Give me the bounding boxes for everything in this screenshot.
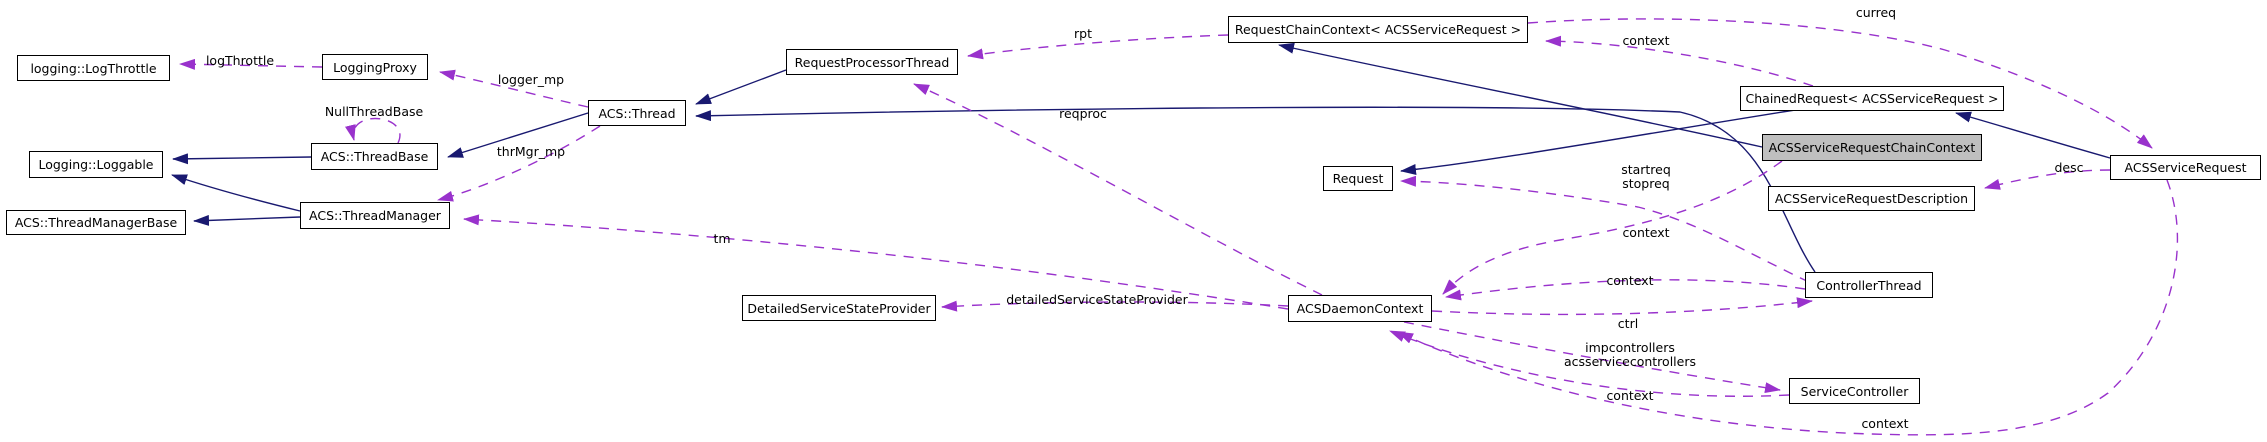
edge-usage-detailedservicestateprovider — [941, 300, 1289, 312]
edge-inherit-threadbase-loggable — [172, 153, 312, 165]
edge-inherit-rpt-thread — [695, 69, 787, 105]
edge-label-logthrottle: logThrottle — [205, 53, 275, 68]
edge-inherit-controllerthread-thread — [695, 106, 1816, 273]
node-detailedservicestateprovider[interactable]: DetailedServiceStateProvider — [742, 295, 936, 321]
node-logging-loggable[interactable]: Logging::Loggable — [29, 151, 163, 178]
edge-inherit-threadmanager-loggable — [171, 174, 301, 212]
node-acsservicerequest[interactable]: ACSServiceRequest — [2110, 155, 2261, 180]
edge-inherit-asrcc-requestchaincontext — [1278, 42, 1763, 148]
edge-inherit-threadmanager-threadmanagerbase — [193, 214, 301, 226]
edge-label-context-asrcc: context — [1622, 225, 1670, 240]
edge-label-dssp: detailedServiceStateProvider — [1006, 292, 1188, 307]
node-logging-logthrottle[interactable]: logging::LogThrottle — [17, 55, 170, 81]
edge-label-reqproc: reqproc — [1059, 106, 1107, 121]
node-acsservicerequestdescription[interactable]: ACSServiceRequestDescription — [1768, 186, 1975, 211]
node-chainedrequest[interactable]: ChainedRequest< ACSServiceRequest > — [1740, 86, 2004, 111]
edge-usage-logthrottle — [179, 58, 323, 70]
edge-label-context-top: context — [1622, 33, 1670, 48]
edge-inherit-thread-threadbase — [447, 112, 589, 158]
edge-label-tm: tm — [713, 231, 731, 246]
edge-label-curreq: curreq — [1855, 5, 1897, 20]
edge-label-context-ct: context — [1606, 273, 1654, 288]
edge-label-startreq-stopreq: startreq stopreq — [1621, 162, 1671, 191]
node-controllerthread[interactable]: ControllerThread — [1805, 272, 1933, 298]
edge-label-logger-mp: logger_mp — [497, 72, 565, 87]
node-loggingproxy[interactable]: LoggingProxy — [322, 54, 428, 80]
node-requestchaincontext[interactable]: RequestChainContext< ACSServiceRequest > — [1228, 16, 1528, 43]
edge-usage-context-controllerthread — [1445, 279, 1806, 301]
edge-usage-reqproc — [913, 83, 1323, 296]
node-request[interactable]: Request — [1323, 166, 1393, 191]
edge-usage-context-acsservicerequest — [1397, 179, 2179, 436]
node-acs-threadbase[interactable]: ACS::ThreadBase — [311, 143, 438, 170]
edge-usage-nullthreadbase-selfloop — [345, 117, 401, 144]
edge-usage-startreq-stopreq — [1400, 175, 1810, 283]
edge-label-rpt: rpt — [1074, 26, 1092, 41]
edge-label-impcontrollers: impcontrollers acsservicecontrollers — [1564, 340, 1696, 369]
edge-label-nullthreadbase: NullThreadBase — [324, 104, 424, 119]
edge-label-context-asr: context — [1861, 416, 1909, 431]
node-acs-threadmanager[interactable]: ACS::ThreadManager — [300, 202, 450, 229]
edge-usage-impcontrollers — [1403, 321, 1781, 394]
node-acsdaemoncontext[interactable]: ACSDaemonContext — [1288, 295, 1432, 322]
edge-usage-context-asrcc — [1442, 160, 1783, 295]
edge-label-ctrl: ctrl — [1617, 316, 1639, 331]
edge-usage-desc — [1984, 169, 2111, 190]
edge-label-thrmgr-mp: thrMgr_mp — [496, 144, 566, 159]
node-requestprocessorthread[interactable]: RequestProcessorThread — [786, 49, 958, 75]
edge-inherit-chainedrequest-request — [1400, 109, 1796, 175]
edge-usage-context-chainedrequest — [1545, 35, 1814, 87]
edge-label-desc: desc — [2054, 160, 2084, 175]
edge-usage-curreq — [1527, 18, 2153, 149]
edge-usage-ctrl — [1431, 297, 1813, 316]
node-acs-thread[interactable]: ACS::Thread — [588, 100, 686, 126]
edge-label-context-sc: context — [1606, 388, 1654, 403]
edge-usage-logger-mp — [439, 69, 589, 108]
node-servicecontroller[interactable]: ServiceController — [1789, 378, 1920, 404]
edge-usage-rpt — [967, 34, 1229, 60]
node-acsservicerequestchaincontext: ACSServiceRequestChainContext — [1762, 134, 1982, 161]
node-acs-threadmanagerbase[interactable]: ACS::ThreadManagerBase — [6, 210, 186, 235]
edge-inherit-acsservicerequest-chainedrequest — [1955, 111, 2111, 159]
edge-usage-thrmgr-mp — [437, 125, 601, 202]
